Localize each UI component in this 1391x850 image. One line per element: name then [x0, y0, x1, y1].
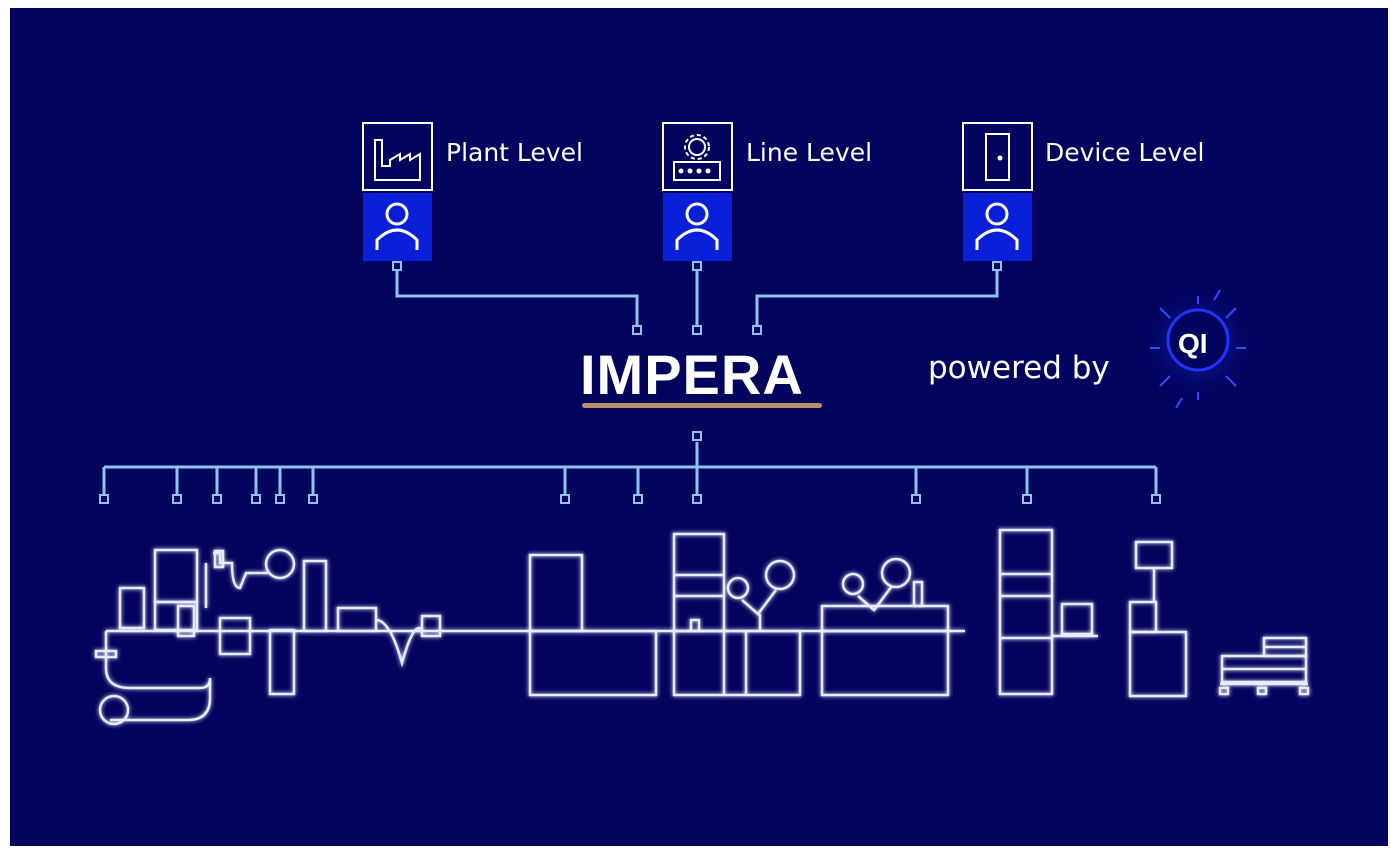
top-connector-nodes	[392, 261, 1002, 335]
powered-by-text: powered by	[928, 350, 1110, 386]
line-level-icon-box	[662, 122, 733, 261]
factory-icon	[374, 139, 421, 181]
production-line	[94, 528, 1310, 726]
top-connectors	[395, 266, 999, 326]
line-level-label: Line Level	[746, 138, 873, 167]
line-user-icon	[675, 202, 719, 250]
qi-logo-decoration	[1140, 285, 1256, 409]
architecture-diagram	[94, 122, 1310, 726]
device-cabinet-icon	[985, 133, 1010, 181]
plant-level-label: Plant Level	[446, 138, 583, 167]
bottom-bus	[102, 442, 1158, 495]
device-level-label: Device Level	[1045, 138, 1205, 167]
diagram-canvas: Plant Level Line Level Device Level IMPE…	[10, 8, 1388, 846]
brand-logo: IMPERA	[580, 343, 804, 406]
brand-underline	[582, 403, 822, 408]
bottom-bus-nodes	[99, 431, 1161, 504]
device-user-icon	[975, 202, 1019, 250]
device-level-icon-box	[962, 122, 1033, 261]
qi-logo: QI	[1178, 328, 1208, 359]
plant-user-icon	[375, 202, 419, 250]
gear-machine-icon	[673, 134, 721, 181]
plant-level-icon-box	[362, 122, 433, 261]
